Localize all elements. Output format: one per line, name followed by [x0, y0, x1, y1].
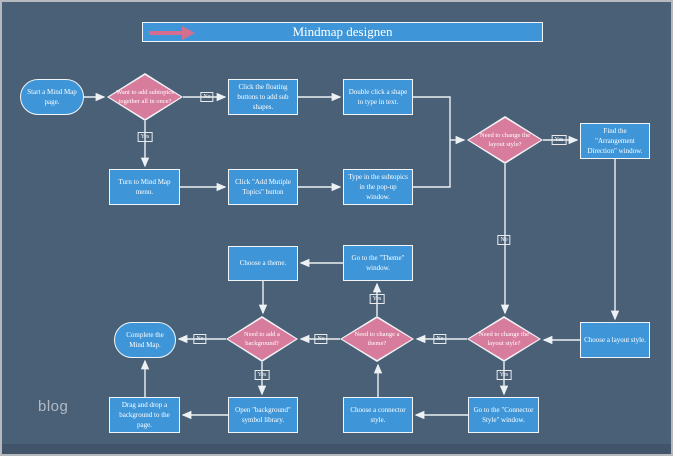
diagram-title: Mindmap designen: [292, 24, 393, 39]
node-start-label: Start a Mind Map page.: [27, 87, 77, 106]
node-complete: Complete the Mind Map.: [114, 322, 176, 358]
node-drag-drop-label: Drag and drop a background to the page.: [119, 400, 170, 430]
edge-label-no4: No: [314, 334, 328, 344]
node-need-change-theme: Need to change a theme?: [340, 316, 414, 362]
node-need-layout-bottom-label: Need to change the layout style?: [479, 330, 529, 347]
node-want-subtopics: Want to add subtopics together all in on…: [107, 73, 183, 121]
node-choose-layout: Choose a layout style.: [580, 322, 650, 358]
blog-watermark: blog: [38, 398, 69, 415]
node-drag-drop: Drag and drop a background to the page.: [109, 397, 180, 433]
node-add-multiple: Click "Add Mutiple Topics" button: [228, 169, 298, 205]
node-open-bg-library-label: Open "background" symbol library.: [235, 405, 291, 424]
edge-label-no5: No: [193, 334, 207, 344]
node-click-floating: Click the floating buttons to add sub sh…: [228, 79, 298, 115]
node-go-theme-window: Go to the "Theme" window.: [343, 245, 413, 281]
node-need-background: Need to add a background?: [226, 316, 298, 362]
node-need-layout-bottom: Need to change the layout style?: [467, 316, 541, 362]
node-need-background-label: Need to add a background?: [244, 330, 280, 347]
node-choose-connector-label: Choose a connector style.: [350, 405, 406, 424]
edge-label-yes1: Yes: [137, 132, 153, 142]
node-choose-connector: Choose a connector style.: [343, 397, 413, 433]
node-open-bg-library: Open "background" symbol library.: [228, 397, 298, 433]
node-want-subtopics-label: Want to add subtopics together all in on…: [116, 88, 174, 105]
edge-label-yes5: Yes: [496, 370, 512, 380]
edge-label-no3: No: [433, 334, 447, 344]
edge-label-yes3: Yes: [369, 294, 385, 304]
node-choose-theme-label: Choose a theme.: [239, 259, 287, 268]
node-double-click-label: Double click a shape to type in text.: [348, 87, 408, 106]
edge-label-no2: No: [497, 235, 511, 245]
edge-label-yes2: Yes: [551, 135, 567, 145]
node-start: Start a Mind Map page.: [20, 79, 84, 115]
title-banner: Mindmap designen: [142, 22, 543, 42]
node-find-arrangement: Find the "Arrangement Direction" window.: [580, 123, 650, 159]
node-need-layout-top-label: Need to change the layout style?: [480, 131, 530, 148]
node-double-click: Double click a shape to type in text.: [343, 79, 413, 115]
node-go-connector-window: Go to the "Connector Style" window.: [468, 397, 539, 433]
node-turn-menu: Turn to Mind Map menu.: [109, 169, 180, 205]
node-click-floating-label: Click the floating buttons to add sub sh…: [237, 82, 289, 112]
node-go-connector-window-label: Go to the "Connector Style" window.: [473, 405, 534, 424]
node-type-subtopics: Type in the subtopics in the pop-up wind…: [343, 169, 413, 205]
node-choose-layout-label: Choose a layout style.: [584, 335, 646, 344]
right-arrow-icon: [149, 26, 195, 40]
node-add-multiple-label: Click "Add Mutiple Topics" button: [235, 177, 291, 196]
edge-label-yes4: Yes: [254, 370, 270, 380]
node-choose-theme: Choose a theme.: [228, 246, 298, 281]
node-need-change-theme-label: Need to change a theme?: [354, 330, 400, 347]
edge-label-no1: No: [200, 92, 214, 102]
node-turn-menu-label: Turn to Mind Map menu.: [118, 177, 171, 196]
edge-merge-junction: [413, 96, 451, 188]
node-complete-label: Complete the Mind Map.: [126, 330, 164, 349]
footer-band: [0, 444, 673, 456]
node-go-theme-window-label: Go to the "Theme" window.: [351, 253, 405, 272]
node-type-subtopics-label: Type in the subtopics in the pop-up wind…: [348, 172, 408, 202]
node-need-layout-top: Need to change the layout style?: [467, 116, 543, 164]
node-find-arrangement-label: Find the "Arrangement Direction" window.: [587, 126, 643, 156]
